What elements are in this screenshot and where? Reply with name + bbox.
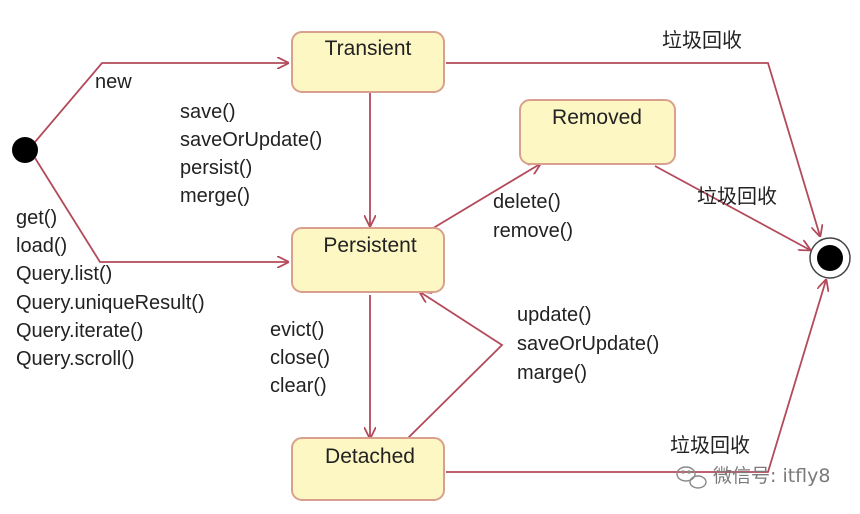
load-method-0: get() [16, 207, 57, 229]
detach-method-2: clear() [270, 375, 327, 397]
load-method-4: Query.iterate() [16, 320, 143, 342]
save-methods-label: save() saveOrUpdate() persist() merge() [180, 101, 322, 207]
final-state-node [809, 237, 851, 279]
edge-persistent-to-removed [429, 164, 540, 231]
reattach-methods-label: update() saveOrUpdate() marge() [517, 304, 659, 384]
load-methods-label: get() load() Query.list() Query.uniqueRe… [16, 207, 205, 370]
state-transient: Transient [291, 31, 445, 93]
gc-label-middle: 垃圾回收 [697, 184, 777, 208]
remove-method-0: delete() [493, 191, 561, 213]
load-method-1: load() [16, 235, 67, 257]
detach-method-0: evict() [270, 319, 324, 341]
state-detached: Detached [291, 437, 445, 501]
detach-methods-label: evict() close() clear() [270, 319, 330, 397]
state-persistent-label: Persistent [323, 234, 417, 257]
state-detached-label: Detached [325, 445, 415, 468]
load-method-2: Query.list() [16, 263, 112, 285]
edge-initial-to-transient [34, 63, 288, 143]
edge-transient-to-final [446, 62, 820, 236]
gc-label-top: 垃圾回收 [662, 28, 742, 52]
load-method-5: Query.scroll() [16, 348, 135, 370]
state-removed-label: Removed [552, 106, 642, 129]
edge-removed-to-final [654, 165, 810, 250]
state-transient-label: Transient [325, 37, 412, 60]
reattach-method-0: update() [517, 304, 592, 326]
initial-state-dot [12, 137, 38, 163]
watermark-text: 微信号: itfly8 [713, 465, 830, 487]
remove-method-1: remove() [493, 220, 573, 242]
save-method-1: saveOrUpdate() [180, 129, 322, 151]
save-method-3: merge() [180, 185, 250, 207]
save-method-0: save() [180, 101, 236, 123]
edge-detached-to-persistent [407, 292, 504, 439]
reattach-method-2: marge() [517, 362, 587, 384]
detach-method-1: close() [270, 347, 330, 369]
remove-methods-label: delete() remove() [493, 191, 573, 242]
gc-label-bottom: 垃圾回收 [670, 433, 750, 457]
reattach-method-1: saveOrUpdate() [517, 333, 659, 355]
state-persistent: Persistent [291, 227, 445, 293]
wechat-icon [676, 466, 707, 489]
wechat-watermark: 微信号: itfly8 [676, 465, 830, 489]
edge-initial-to-persistent [34, 157, 288, 262]
save-method-2: persist() [180, 157, 252, 179]
new-label: new [95, 71, 132, 93]
load-method-3: Query.uniqueResult() [16, 292, 205, 314]
edge-detached-to-final [446, 280, 826, 473]
state-removed: Removed [519, 99, 676, 165]
